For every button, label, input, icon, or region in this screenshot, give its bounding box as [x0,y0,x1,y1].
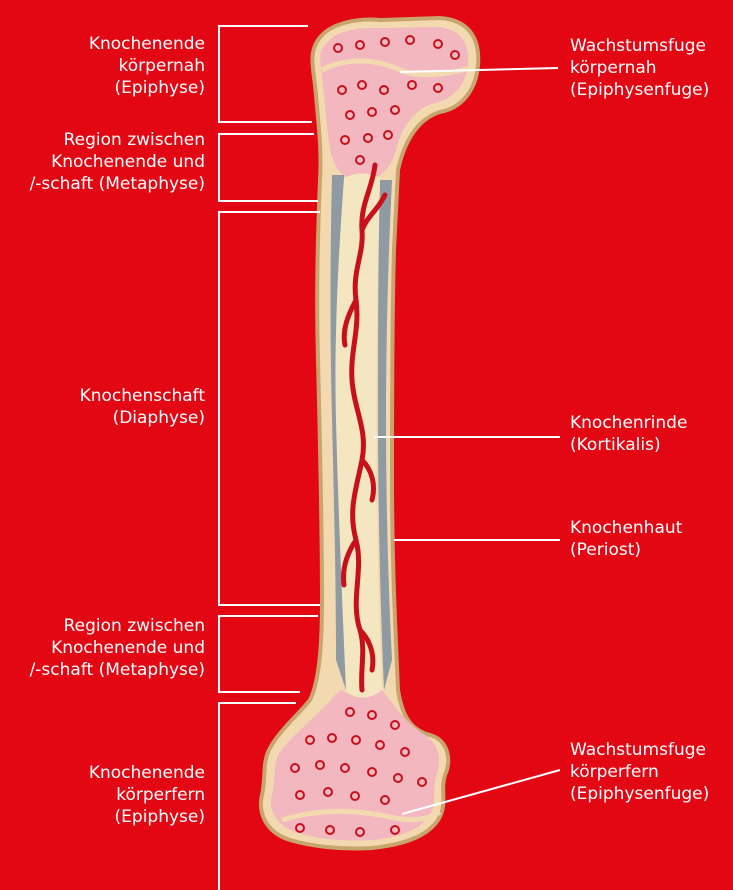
label-growth-plate-top: Wachstumsfuge körpernah (Epiphysenfuge) [570,35,709,101]
label-growth-plate-bottom: Wachstumsfuge körperfern (Epiphysenfuge) [570,739,709,805]
label-epiphysis-bottom: Knochenende körperfern (Epiphyse) [89,762,205,828]
label-epiphysis-top: Knochenende körpernah (Epiphyse) [89,33,205,99]
bracket-metaphysis-bottom [219,616,318,692]
bracket-epiphysis-top [219,26,312,122]
bracket-metaphysis-top [219,134,318,201]
label-cortex: Knochenrinde (Kortikalis) [570,412,687,456]
label-periosteum: Knochenhaut (Periost) [570,517,682,561]
label-metaphysis-top: Region zwischen Knochenende und /-schaft… [30,129,205,195]
label-diaphysis: Knochenschaft (Diaphyse) [80,385,205,429]
bracket-diaphysis [219,212,320,605]
label-metaphysis-bottom: Region zwischen Knochenende und /-schaft… [30,615,205,681]
